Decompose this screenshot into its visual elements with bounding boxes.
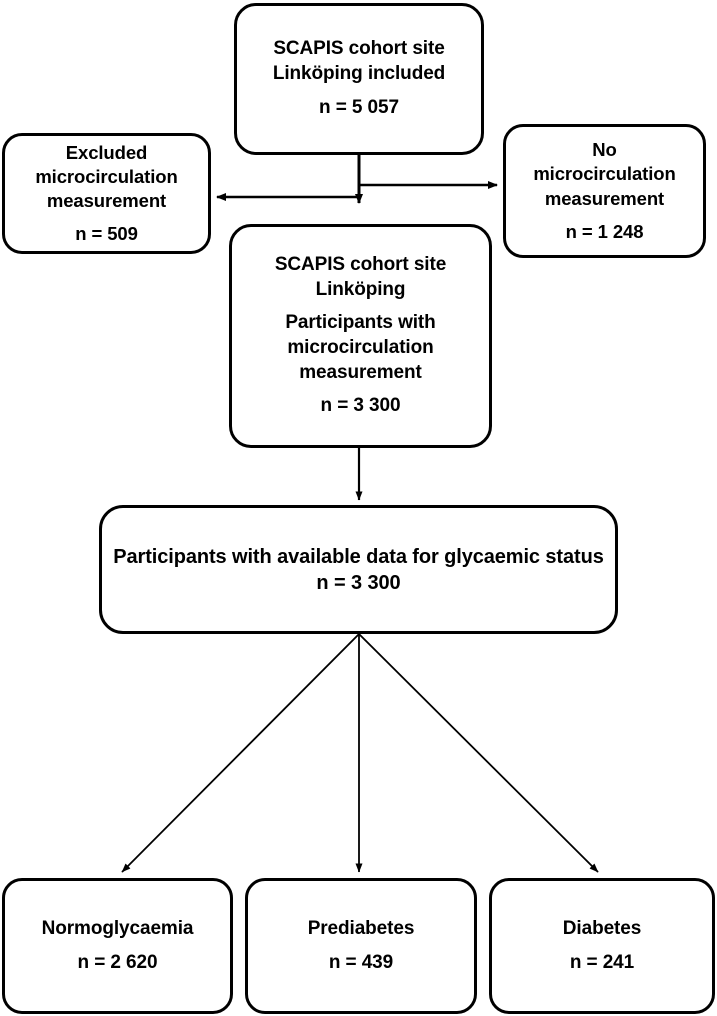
node-line: measurement <box>299 361 422 383</box>
node-prediabetes-group[interactable]: Prediabetes n = 439 <box>245 878 477 1014</box>
node-count: n = 1 248 <box>565 220 644 242</box>
node-available-glycaemic-data[interactable]: Participants with available data for gly… <box>99 505 618 634</box>
node-line: SCAPIS cohort site <box>274 253 447 275</box>
node-line: Normoglycaemia <box>41 917 194 939</box>
node-line: SCAPIS cohort site <box>273 38 445 60</box>
node-diabetes-group[interactable]: Diabetes n = 241 <box>489 878 715 1014</box>
node-line: Prediabetes <box>307 917 415 939</box>
node-count: n = 3 300 <box>320 395 401 417</box>
node-line: Diabetes <box>562 917 642 939</box>
node-count: n = 241 <box>569 951 635 973</box>
node-count: n = 509 <box>75 223 138 245</box>
node-line: Excluded <box>65 141 148 163</box>
node-scapis-included[interactable]: SCAPIS cohort site Linköping included n … <box>234 3 484 155</box>
node-no-microcirculation[interactable]: No microcirculation measurement n = 1 24… <box>503 124 706 258</box>
node-participants-with-microcirculation[interactable]: SCAPIS cohort site Linköping Participant… <box>229 224 492 448</box>
node-line: No <box>592 139 617 161</box>
node-line: Participants with <box>285 312 436 334</box>
node-line: measurement <box>46 190 167 211</box>
node-count: n = 3 300 <box>316 571 401 594</box>
node-excluded-microcirculation[interactable]: Excluded microcirculation measurement n … <box>2 133 211 254</box>
node-line: Linköping <box>315 278 406 300</box>
node-count: n = 5 057 <box>319 96 399 118</box>
node-line: measurement <box>544 187 665 209</box>
node-count: n = 2 620 <box>77 951 158 973</box>
node-line: Participants with available data for gly… <box>113 545 604 568</box>
edge-glycaemic-to-diabetes <box>358 633 599 873</box>
node-count: n = 439 <box>328 951 394 973</box>
node-line: Linköping included <box>272 63 446 85</box>
node-line: microcirculation <box>287 337 434 358</box>
node-normoglycaemia-group[interactable]: Normoglycaemia n = 2 620 <box>2 878 233 1014</box>
node-line: microcirculation <box>35 165 178 187</box>
edge-glycaemic-to-normo <box>121 633 360 873</box>
node-line: microcirculation <box>533 163 676 185</box>
